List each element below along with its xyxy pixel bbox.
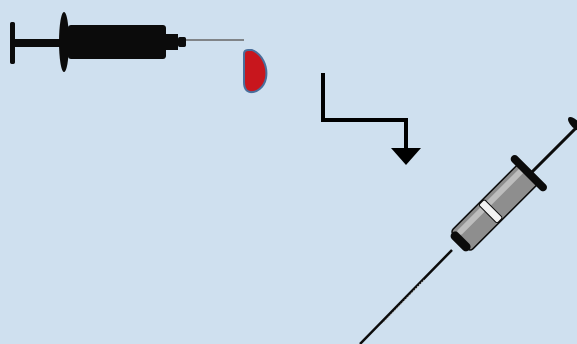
plunger-thumb-rest [568,117,577,131]
elbow-arrow-down-icon [321,73,421,165]
syringe-tip [166,34,178,50]
blood-drop-icon [243,49,268,94]
syringe-icon [359,117,577,344]
syringe-icon [10,12,244,72]
needle-hub [178,37,186,47]
plunger-thumb-rest [10,22,15,64]
barrel-highlight [457,168,525,235]
plunger-stopper [478,199,503,224]
needle [359,249,453,344]
syringe-barrel [68,25,166,59]
arrow-head [391,148,421,165]
barrel-tip [450,231,471,252]
barrel-flange [59,12,69,72]
needle-bevel [383,279,425,323]
arrow-line [321,73,408,150]
plunger-rod [14,39,74,47]
barrel-flange [510,155,547,192]
syringe-barrel-group [450,155,547,252]
